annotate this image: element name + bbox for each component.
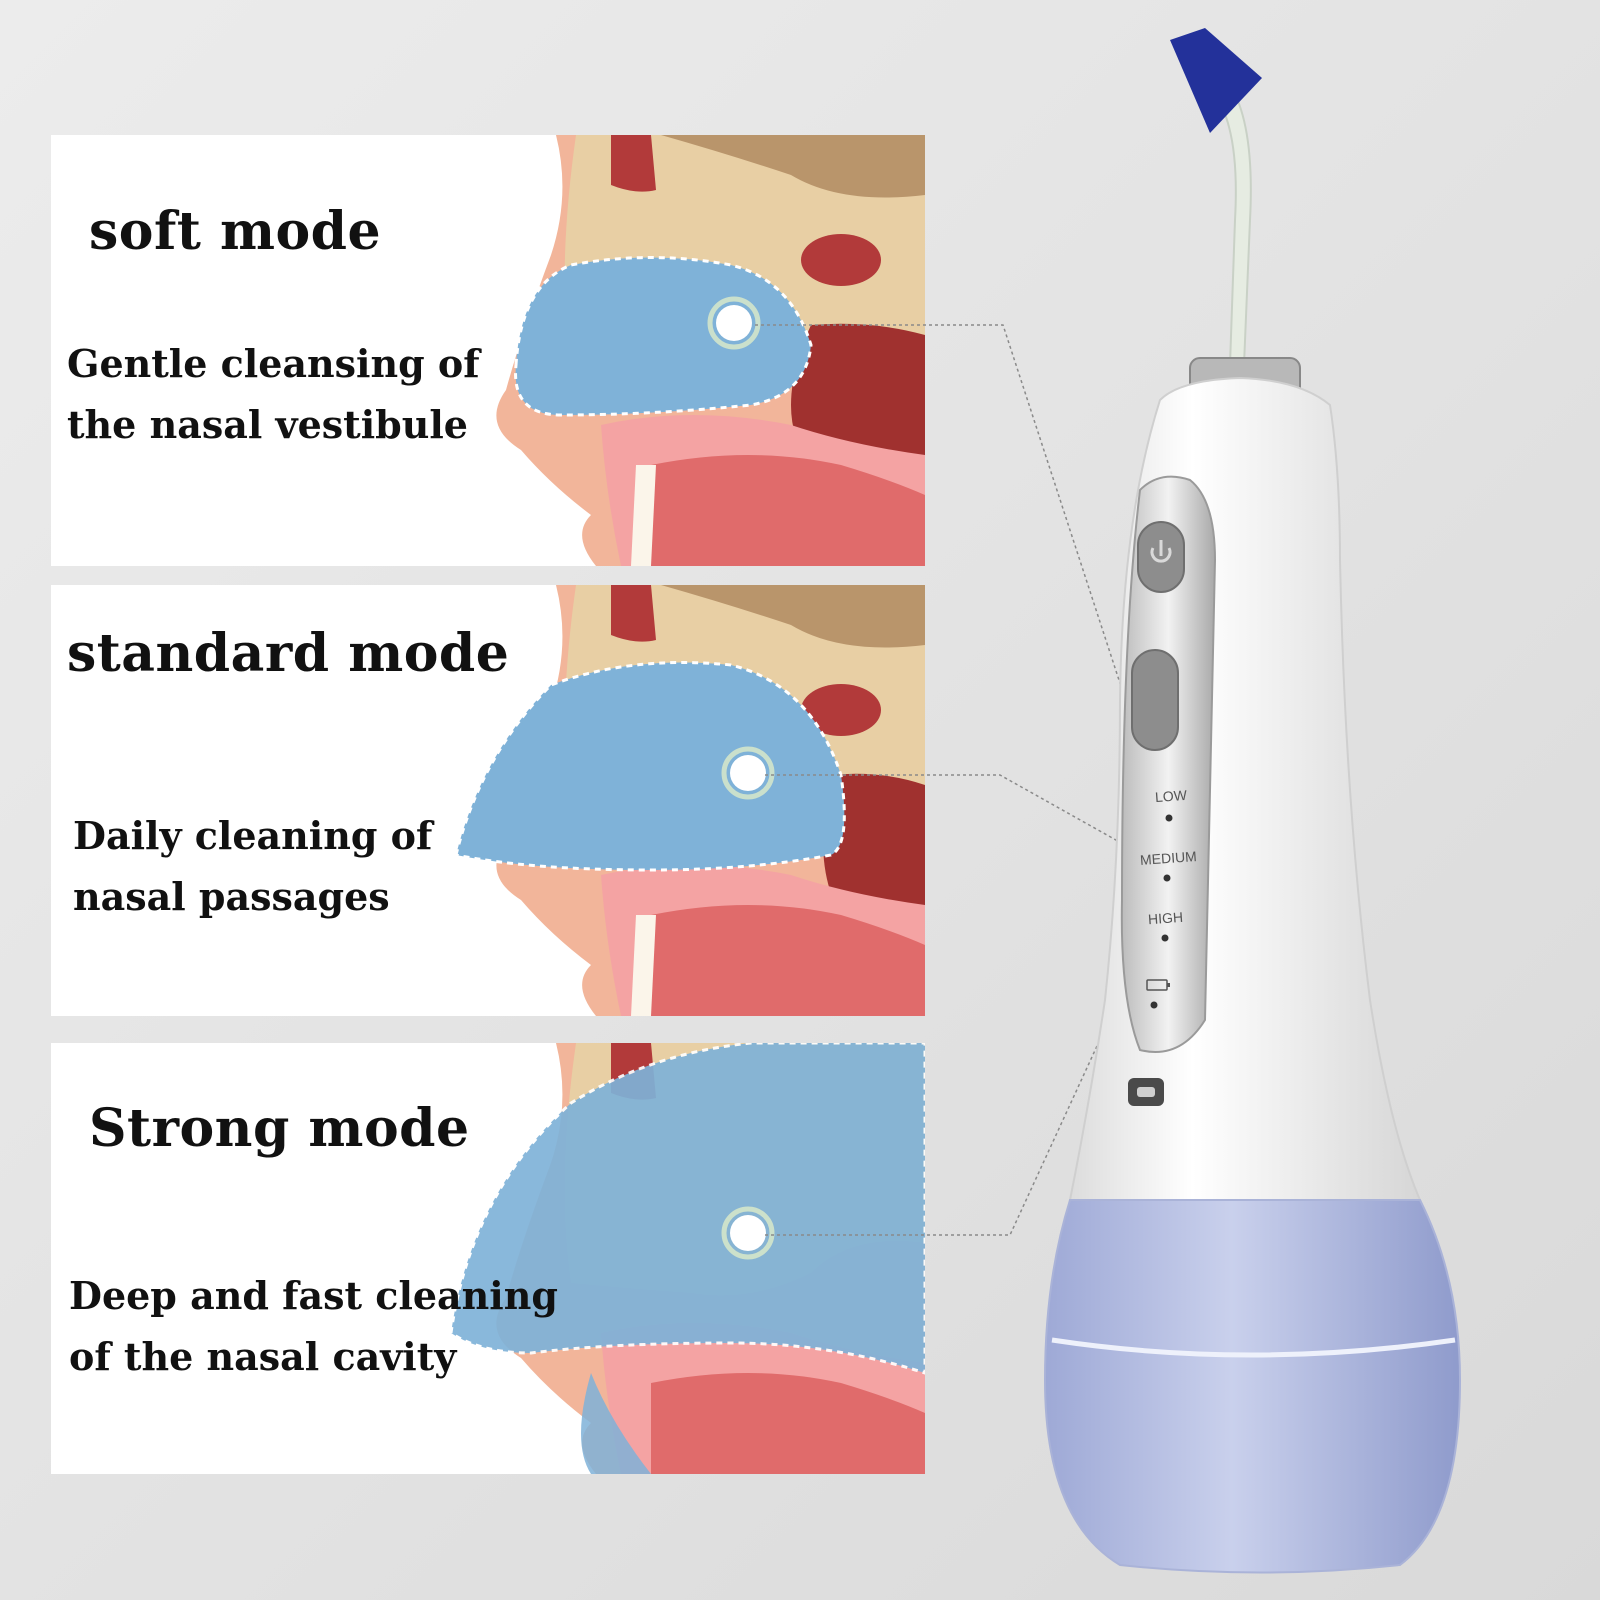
nozzle-tube — [1213, 83, 1252, 366]
control-panel — [1120, 475, 1217, 1053]
mode-button[interactable] — [1131, 649, 1179, 751]
nasal-irrigator-device — [1043, 28, 1462, 1574]
indicator-dot-high — [1161, 934, 1169, 942]
mode-title: standard mode — [67, 623, 510, 684]
power-button[interactable] — [1137, 521, 1185, 593]
connector-line-standard — [765, 774, 1149, 859]
panel-standard-mode: standard mode Daily cleaning of nasal pa… — [51, 585, 925, 1016]
nozzle-tip[interactable] — [1170, 28, 1262, 133]
indicator-dot-medium — [1163, 874, 1171, 882]
mode-description-line: of the nasal cavity — [69, 1334, 457, 1379]
panel-strong-mode: Strong mode Deep and fast cleaning of th… — [51, 1043, 925, 1474]
panel-soft-mode: soft mode Gentle cleansing of the nasal … — [51, 135, 925, 566]
battery-icon — [1146, 979, 1170, 991]
mode-title: soft mode — [89, 201, 382, 262]
nasal-anatomy-illustration-standard — [454, 585, 925, 1016]
mode-description-line: Deep and fast cleaning — [69, 1273, 558, 1318]
mode-description: Deep and fast cleaning of the nasal cavi… — [69, 1265, 558, 1387]
water-reservoir — [1043, 1199, 1462, 1574]
mode-description-line: the nasal vestibule — [67, 402, 468, 447]
indicator-dot-battery — [1150, 1001, 1158, 1009]
nasal-anatomy-illustration-strong — [449, 1043, 925, 1474]
power-icon — [1150, 540, 1172, 563]
mode-description: Daily cleaning of nasal passages — [73, 805, 432, 927]
connector-line-soft — [755, 324, 1151, 776]
level-label-low: LOW — [1154, 786, 1188, 806]
mode-description-line: nasal passages — [73, 874, 390, 919]
level-label-high: HIGH — [1147, 908, 1184, 928]
indicator-dot-low — [1165, 814, 1173, 822]
nasal-anatomy-illustration-soft — [496, 135, 925, 566]
mode-description-line: Daily cleaning of — [73, 813, 433, 858]
mode-description: Gentle cleansing of the nasal vestibule — [67, 333, 480, 455]
mode-description-line: Gentle cleansing of — [67, 341, 480, 386]
mode-title: Strong mode — [89, 1098, 470, 1159]
